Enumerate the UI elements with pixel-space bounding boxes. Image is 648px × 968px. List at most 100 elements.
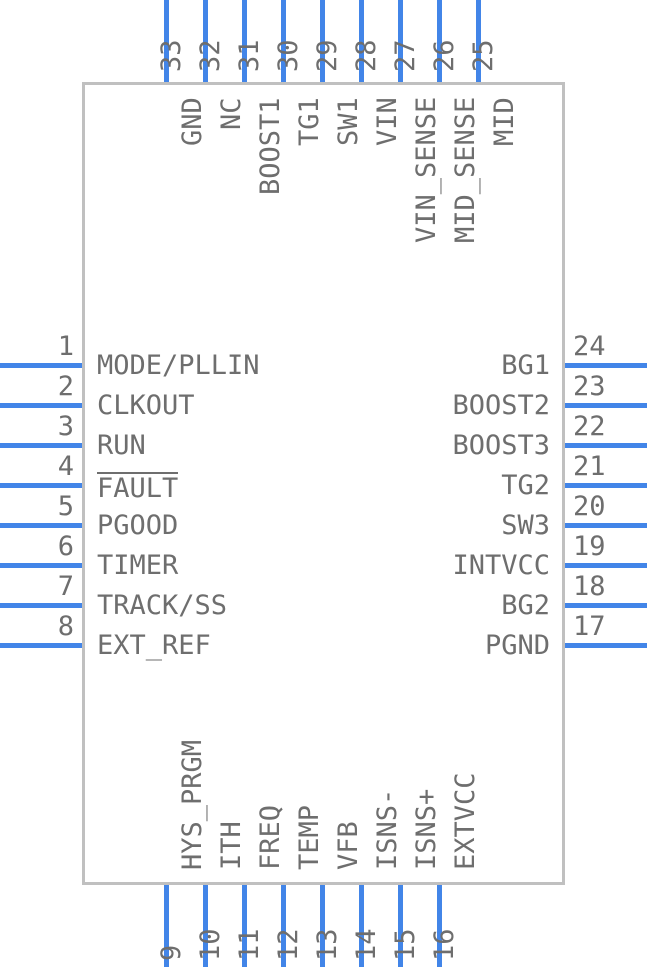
pin-number-32: 32	[195, 39, 226, 72]
pin-lead-26[interactable]	[437, 0, 442, 82]
pin-label-PGND: PGND	[484, 630, 550, 661]
pin-lead-15[interactable]	[398, 885, 403, 967]
pin-number-28: 28	[351, 39, 382, 72]
pin-label-INTVCC: INTVCC	[452, 550, 550, 581]
pin-label-SW1: SW1	[333, 97, 364, 146]
pin-label-TIMER: TIMER	[97, 550, 179, 581]
pin-label-MODE/PLLIN: MODE/PLLIN	[97, 350, 260, 381]
pin-lead-32[interactable]	[203, 0, 208, 82]
pin-number-6: 6	[57, 531, 74, 562]
pin-label-BG2: BG2	[501, 590, 550, 621]
pin-number-4: 4	[57, 451, 74, 482]
pin-number-11: 11	[234, 928, 265, 961]
pin-label-VFB: VFB	[333, 821, 364, 870]
pin-label-FREQ: FREQ	[255, 804, 286, 870]
pin-lead-24[interactable]	[565, 363, 647, 368]
pin-number-25: 25	[468, 39, 499, 72]
pin-label-RUN: RUN	[97, 430, 146, 461]
ic-body-outline	[82, 82, 565, 885]
pin-lead-11[interactable]	[242, 885, 247, 967]
pin-lead-6[interactable]	[0, 563, 82, 568]
pin-label-CLKOUT: CLKOUT	[97, 390, 195, 421]
pin-lead-7[interactable]	[0, 603, 82, 608]
pin-lead-22[interactable]	[565, 443, 647, 448]
pin-label-ITH: ITH	[216, 821, 247, 870]
pin-number-20: 20	[573, 491, 606, 522]
pin-lead-3[interactable]	[0, 443, 82, 448]
pin-label-BOOST3: BOOST3	[452, 430, 550, 461]
pin-lead-1[interactable]	[0, 363, 82, 368]
pin-number-15: 15	[390, 928, 421, 961]
pin-lead-20[interactable]	[565, 523, 647, 528]
pin-label-FAULT: FAULT	[97, 472, 179, 504]
pin-number-16: 16	[429, 928, 460, 961]
pin-number-5: 5	[57, 491, 74, 522]
pin-label-GND: GND	[177, 97, 208, 146]
pin-lead-12[interactable]	[281, 885, 286, 967]
pin-number-13: 13	[312, 928, 343, 961]
pin-lead-4[interactable]	[0, 483, 82, 488]
pin-number-2: 2	[57, 371, 74, 402]
pin-label-TG2: TG2	[501, 470, 550, 501]
pin-label-BG1: BG1	[501, 350, 550, 381]
pin-lead-8[interactable]	[0, 643, 82, 648]
pin-lead-23[interactable]	[565, 403, 647, 408]
pin-lead-5[interactable]	[0, 523, 82, 528]
pin-number-10: 10	[195, 928, 226, 961]
pin-lead-18[interactable]	[565, 603, 647, 608]
pin-label-PGOOD: PGOOD	[97, 510, 179, 541]
pin-label-EXTVCC: EXTVCC	[450, 772, 481, 870]
pin-number-27: 27	[390, 39, 421, 72]
pin-lead-30[interactable]	[281, 0, 286, 82]
pin-lead-13[interactable]	[320, 885, 325, 967]
pin-number-3: 3	[57, 411, 74, 442]
pin-lead-2[interactable]	[0, 403, 82, 408]
pin-number-24: 24	[573, 331, 606, 362]
pin-label-MID: MID	[489, 97, 520, 146]
pin-number-23: 23	[573, 371, 606, 402]
pin-number-14: 14	[351, 928, 382, 961]
pin-label-ISNS+: ISNS+	[411, 788, 442, 870]
pin-number-8: 8	[57, 611, 74, 642]
pin-label-SW3: SW3	[501, 510, 550, 541]
pin-label-MID_SENSE: MID_SENSE	[450, 96, 481, 243]
pin-label-EXT_REF: EXT_REF	[97, 630, 211, 661]
pin-lead-25[interactable]	[476, 0, 481, 82]
pin-label-TG1: TG1	[294, 97, 325, 146]
pin-label-BOOST2: BOOST2	[452, 390, 550, 421]
pin-number-1: 1	[57, 331, 74, 362]
pin-lead-10[interactable]	[203, 885, 208, 967]
pin-lead-14[interactable]	[359, 885, 364, 967]
pin-label-TRACK/SS: TRACK/SS	[97, 590, 228, 621]
pin-lead-33[interactable]	[164, 0, 169, 82]
pin-lead-31[interactable]	[242, 0, 247, 82]
pin-label-HYS_PRGM: HYS_PRGM	[177, 739, 208, 870]
pin-lead-9[interactable]	[164, 885, 169, 967]
pin-number-30: 30	[273, 39, 304, 72]
pin-label-NC: NC	[216, 97, 247, 130]
pin-number-18: 18	[573, 571, 606, 602]
pin-number-7: 7	[57, 571, 74, 602]
pin-number-19: 19	[573, 531, 606, 562]
pin-number-22: 22	[573, 411, 606, 442]
pin-number-31: 31	[234, 39, 265, 72]
pin-number-9: 9	[156, 944, 187, 961]
pin-number-33: 33	[156, 39, 187, 72]
pin-label-BOOST1: BOOST1	[255, 97, 286, 195]
pin-label-ISNS-: ISNS-	[372, 788, 403, 870]
pin-lead-19[interactable]	[565, 563, 647, 568]
pin-number-21: 21	[573, 451, 606, 482]
pin-label-TEMP: TEMP	[294, 804, 325, 870]
pin-label-VIN: VIN	[372, 97, 403, 146]
pin-number-12: 12	[273, 928, 304, 961]
pin-lead-28[interactable]	[359, 0, 364, 82]
pin-number-29: 29	[312, 39, 343, 72]
pin-label-VIN_SENSE: VIN_SENSE	[411, 96, 442, 243]
pin-lead-17[interactable]	[565, 643, 647, 648]
pin-lead-29[interactable]	[320, 0, 325, 82]
pin-lead-16[interactable]	[437, 885, 442, 967]
pin-lead-21[interactable]	[565, 483, 647, 488]
pin-lead-27[interactable]	[398, 0, 403, 82]
pin-number-26: 26	[429, 39, 460, 72]
